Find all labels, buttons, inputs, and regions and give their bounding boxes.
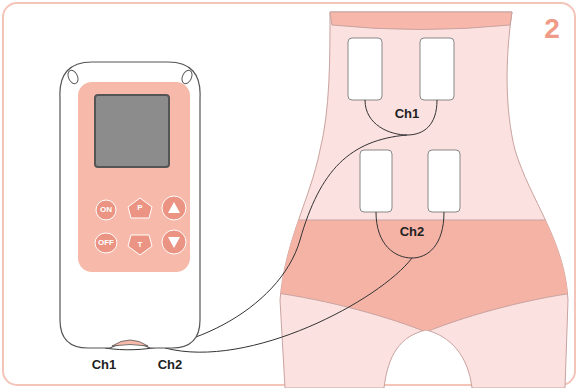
wire	[165, 258, 412, 352]
button-outline	[96, 200, 116, 220]
output-lens	[112, 340, 148, 346]
button-outline	[95, 233, 117, 253]
channel-label: Ch2	[158, 358, 183, 372]
mode-button: P	[127, 197, 153, 219]
down-arrow	[168, 237, 180, 248]
button-outline	[128, 235, 152, 255]
button-label: T	[138, 241, 143, 249]
channel-label: Ch2	[400, 225, 425, 239]
briefs	[270, 220, 578, 332]
strap-hole	[180, 69, 194, 85]
electrode-pad	[428, 150, 460, 212]
button-label: ON	[100, 206, 112, 214]
up-arrow	[168, 202, 180, 213]
figure-number: 2	[544, 14, 560, 45]
channel-label: Ch1	[395, 107, 420, 121]
mode-button: T	[127, 234, 153, 256]
top-band	[330, 12, 512, 30]
button-label: OFF	[98, 239, 114, 247]
power-button: OFF	[94, 232, 118, 254]
button-outline	[128, 198, 152, 218]
torso-outline	[280, 12, 568, 388]
power-button: ON	[95, 199, 117, 221]
device-housing	[60, 62, 200, 348]
front-panel	[78, 82, 190, 272]
lcd-screen	[95, 95, 169, 167]
button-label: P	[137, 204, 142, 212]
electrode-pad	[348, 38, 382, 100]
channel-label: Ch1	[92, 358, 117, 372]
electrode-pad	[360, 150, 392, 212]
down-button	[162, 230, 186, 254]
strap-hole	[66, 69, 80, 85]
up-button	[162, 196, 186, 220]
electrode-pad	[420, 38, 454, 100]
